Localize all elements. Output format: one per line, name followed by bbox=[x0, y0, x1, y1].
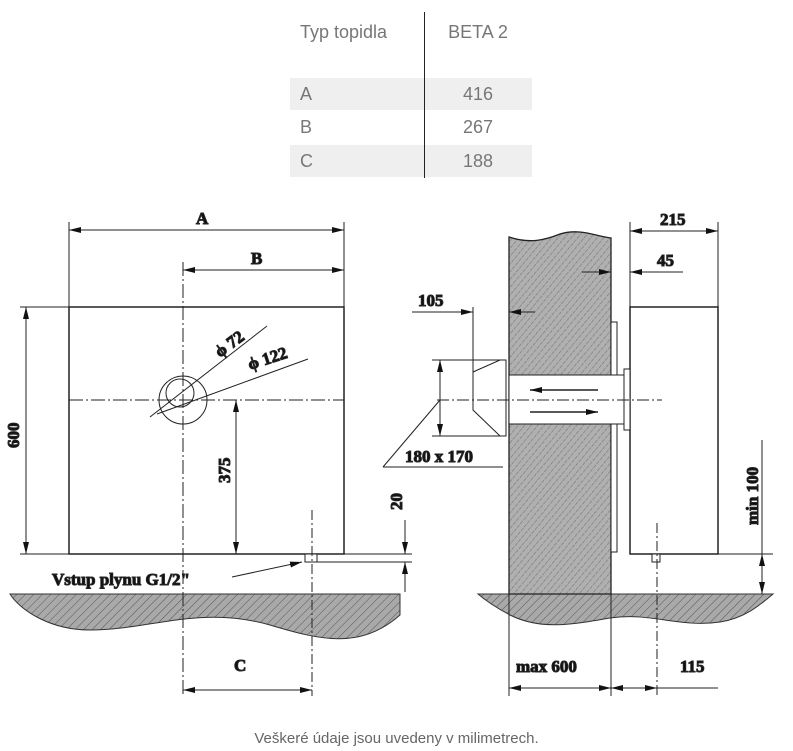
floor-hatch bbox=[9, 593, 401, 640]
row-label: A bbox=[300, 84, 313, 104]
gas-inlet-stub bbox=[651, 553, 661, 563]
header-value: BETA 2 bbox=[448, 22, 508, 42]
gas-inlet-label: Vstup plynu G1/2" bbox=[52, 570, 190, 589]
flue-inner bbox=[165, 378, 195, 408]
table-header: Typ topidla BETA 2 bbox=[290, 16, 532, 48]
terminal-size-label: 180 x 170 bbox=[405, 447, 473, 466]
dim-b-label: B bbox=[251, 249, 262, 268]
flue-outer bbox=[158, 375, 208, 425]
depth-label: 215 bbox=[660, 210, 686, 229]
gas-inlet-stub bbox=[304, 553, 318, 563]
wall-gap-label: 45 bbox=[657, 251, 674, 270]
min-floor-label: min 100 bbox=[743, 467, 762, 525]
gas-offset-label: 20 bbox=[387, 493, 406, 510]
column-divider bbox=[424, 12, 425, 178]
table-row: A 416 bbox=[290, 78, 532, 110]
heater-front bbox=[68, 306, 345, 555]
height-label: 600 bbox=[4, 423, 23, 449]
dim-a-label: A bbox=[196, 209, 209, 228]
table-row: B 267 bbox=[290, 111, 532, 143]
terminal-cap bbox=[472, 359, 507, 437]
row-label: B bbox=[300, 117, 313, 137]
front-view: A B ϕ 72 ϕ 122 600 375 20 Vstup plynu G1… bbox=[4, 209, 412, 696]
heater-side bbox=[629, 306, 719, 555]
wall-plate bbox=[610, 321, 618, 553]
flue-height-label: 375 bbox=[215, 458, 234, 484]
header-label: Typ topidla bbox=[300, 22, 388, 42]
caption: Veškeré údaje jsou uvedeny v milimetrech… bbox=[254, 730, 539, 747]
max-wall-label: max 600 bbox=[516, 657, 577, 676]
row-value: 188 bbox=[462, 151, 494, 171]
side-view: 215 45 105 180 x 170 min 100 max 600 115 bbox=[382, 210, 775, 696]
row-value: 267 bbox=[462, 117, 494, 137]
floor-hatch bbox=[476, 593, 775, 626]
row-value: 416 bbox=[462, 84, 494, 104]
terminal-projection-label: 105 bbox=[418, 291, 444, 310]
dim-c-label: C bbox=[234, 656, 246, 675]
gas-distance-label: 115 bbox=[680, 657, 705, 676]
table-row: C 188 bbox=[290, 145, 532, 177]
row-label: C bbox=[300, 151, 313, 171]
